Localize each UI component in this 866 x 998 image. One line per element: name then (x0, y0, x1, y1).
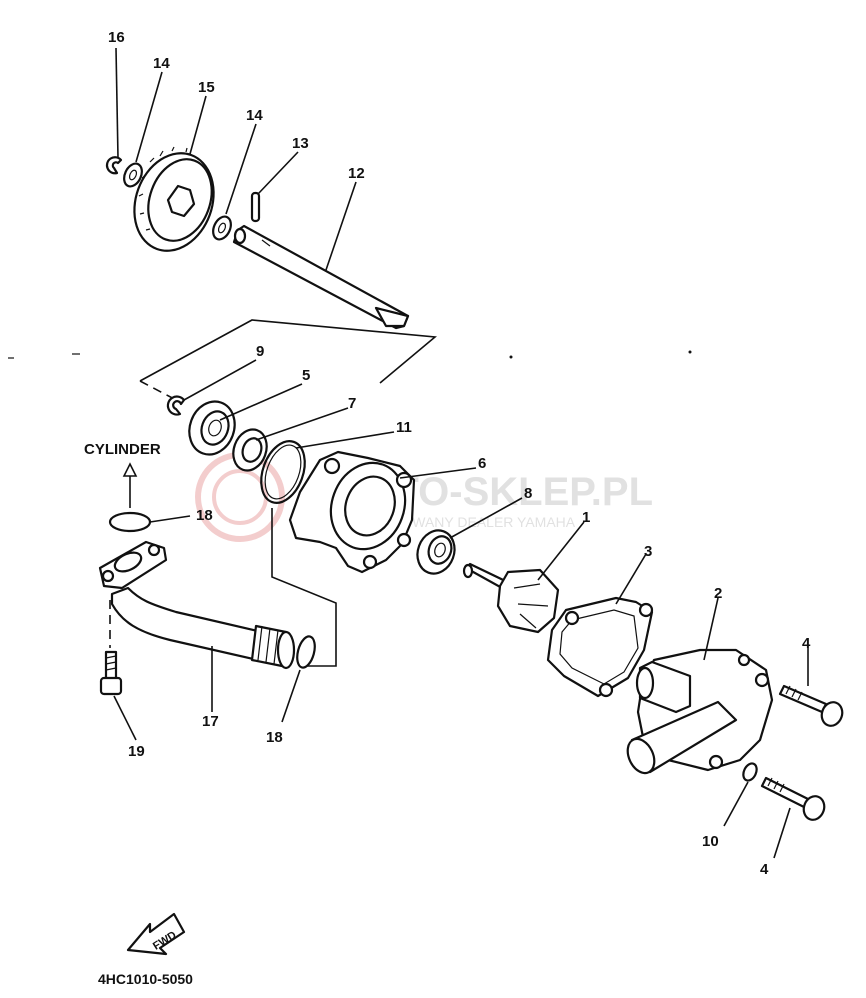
scan-marks (8, 350, 692, 359)
callout-14b: 14 (246, 107, 263, 124)
cylinder-label: CYLINDER (84, 441, 161, 458)
callout-3: 3 (644, 543, 652, 560)
washer-14a (123, 162, 143, 188)
callout-12: 12 (348, 165, 365, 182)
figure-code: 4HC1010-5050 (98, 971, 193, 987)
callout-14a: 14 (153, 55, 170, 72)
callout-19: 19 (128, 743, 145, 760)
callout-4a: 4 (802, 635, 811, 652)
callout-5: 5 (302, 367, 310, 384)
callout-13: 13 (292, 135, 309, 152)
o-ring-11 (260, 440, 306, 504)
callout-16: 16 (108, 29, 125, 46)
water-pump-housing-6 (288, 450, 416, 574)
mechanical-seal-8 (416, 529, 456, 575)
callout-7: 7 (348, 395, 356, 412)
o-ring-18a (108, 511, 152, 533)
callout-2: 2 (714, 585, 722, 602)
impeller-shaft-12 (232, 224, 410, 330)
callout-4b: 4 (760, 861, 769, 878)
assembly-box-lower (271, 508, 337, 667)
leader-lines (113, 47, 809, 859)
washer-10 (742, 762, 758, 782)
callout-9: 9 (256, 343, 264, 360)
water-pump-cover-2 (626, 648, 774, 775)
fwd-arrow: FWD (126, 912, 186, 956)
callout-10: 10 (702, 833, 719, 850)
bolt-4b (760, 776, 826, 821)
assembly-box-upper (139, 319, 437, 384)
impeller-shaft-gear-15 (133, 146, 215, 252)
callout-8: 8 (524, 485, 532, 502)
water-pipe-17 (98, 540, 296, 670)
callout-17: 17 (202, 713, 219, 730)
callout-6: 6 (478, 455, 486, 472)
callout-labels: 16 14 15 14 13 12 9 5 7 11 6 8 1 3 2 4 1… (108, 29, 811, 878)
pin-13 (250, 191, 261, 223)
callout-11: 11 (396, 419, 412, 436)
o-ring-18b (296, 635, 316, 669)
bolt-19 (99, 650, 123, 696)
circlip-16 (105, 156, 123, 175)
callout-18b: 18 (266, 729, 283, 746)
callout-1: 1 (582, 509, 590, 526)
bolt-4a (778, 684, 844, 727)
gasket-3 (546, 596, 654, 698)
circlip-9 (166, 395, 186, 416)
callout-18a: 18 (196, 507, 213, 524)
washer-14b (212, 215, 232, 241)
impeller-1 (462, 562, 560, 634)
callout-15: 15 (198, 79, 215, 96)
